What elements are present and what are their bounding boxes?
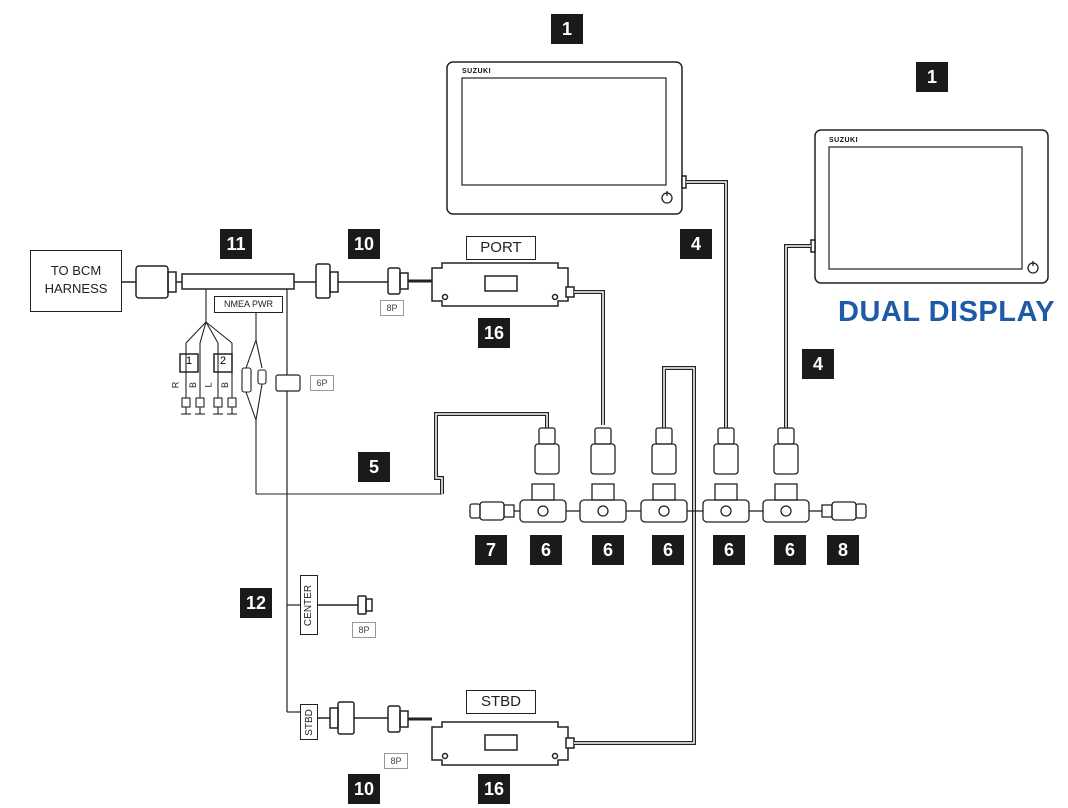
- callout-adapter-top: 10: [348, 229, 380, 259]
- port-gateway-body: [431, 262, 575, 307]
- callout-cable-left: 4: [680, 229, 712, 259]
- center-tag-text: CENTER: [303, 584, 315, 626]
- callout-power-cable: 5: [358, 452, 390, 482]
- wire-label-b1: B: [188, 381, 199, 389]
- display-left-brand: SUZUKI: [462, 68, 492, 75]
- nmea-pwr-branch: [241, 313, 442, 495]
- terminators: [469, 501, 867, 521]
- callout-harness: 11: [220, 229, 252, 259]
- fuse-1-label: 1: [185, 355, 193, 367]
- fuse-2-label: 2: [219, 355, 227, 367]
- fuse-1: [179, 353, 199, 373]
- stbd-gateway-body: [431, 721, 575, 766]
- stbd-tag: STBD: [300, 704, 318, 740]
- display-left: [446, 61, 687, 215]
- port-label: PORT: [466, 236, 536, 260]
- callout-gateway-stbd: 16: [478, 774, 510, 804]
- wire-label-l: L: [203, 382, 214, 388]
- fuse-wires: [181, 289, 237, 415]
- bcm-line1: TO BCM: [50, 263, 102, 278]
- bcm-line2: HARNESS: [44, 281, 108, 296]
- callout-display-right: 1: [916, 62, 948, 92]
- callout-tee-2: 6: [592, 535, 624, 565]
- callout-gateway-port: 16: [478, 318, 510, 348]
- drop-connectors: [534, 427, 799, 475]
- callout-tee-3: 6: [652, 535, 684, 565]
- display-right: [810, 129, 1049, 284]
- harness-bar: [181, 273, 295, 290]
- page-title: DUAL DISPLAY: [838, 296, 1056, 328]
- callout-cable-right: 4: [802, 349, 834, 379]
- stbd-label: STBD: [466, 690, 536, 714]
- center-tag: CENTER: [300, 575, 318, 635]
- bcm-connector: [122, 265, 182, 299]
- callout-tee-5: 6: [774, 535, 806, 565]
- callout-terminator-male: 8: [827, 535, 859, 565]
- bcm-harness-box: TO BCM HARNESS: [30, 250, 122, 312]
- pin-tag-8p-top: 8P: [380, 300, 404, 316]
- pin-tag-8p-center: 8P: [352, 622, 376, 638]
- nmea-pwr-label: NMEA PWR: [214, 296, 283, 313]
- callout-display-left: 1: [551, 14, 583, 44]
- wire-label-r: R: [170, 381, 181, 389]
- callout-terminator-female: 7: [475, 535, 507, 565]
- callout-branch: 12: [240, 588, 272, 618]
- callout-tee-1: 6: [530, 535, 562, 565]
- display-right-brand: SUZUKI: [829, 137, 859, 144]
- stbd-tag-text: STBD: [303, 708, 315, 736]
- branch-trunk: [275, 289, 301, 713]
- wire-label-b2: B: [220, 381, 231, 389]
- fuse-2: [213, 353, 233, 373]
- pin-tag-6p: 6P: [310, 375, 334, 391]
- callout-tee-4: 6: [713, 535, 745, 565]
- backbone-tees: [514, 483, 822, 523]
- callout-adapter-bottom: 10: [348, 774, 380, 804]
- adapter-top: [294, 263, 432, 299]
- pin-tag-8p-bottom: 8P: [384, 753, 408, 769]
- center-connector: [318, 595, 373, 615]
- adapter-bottom: [318, 701, 432, 735]
